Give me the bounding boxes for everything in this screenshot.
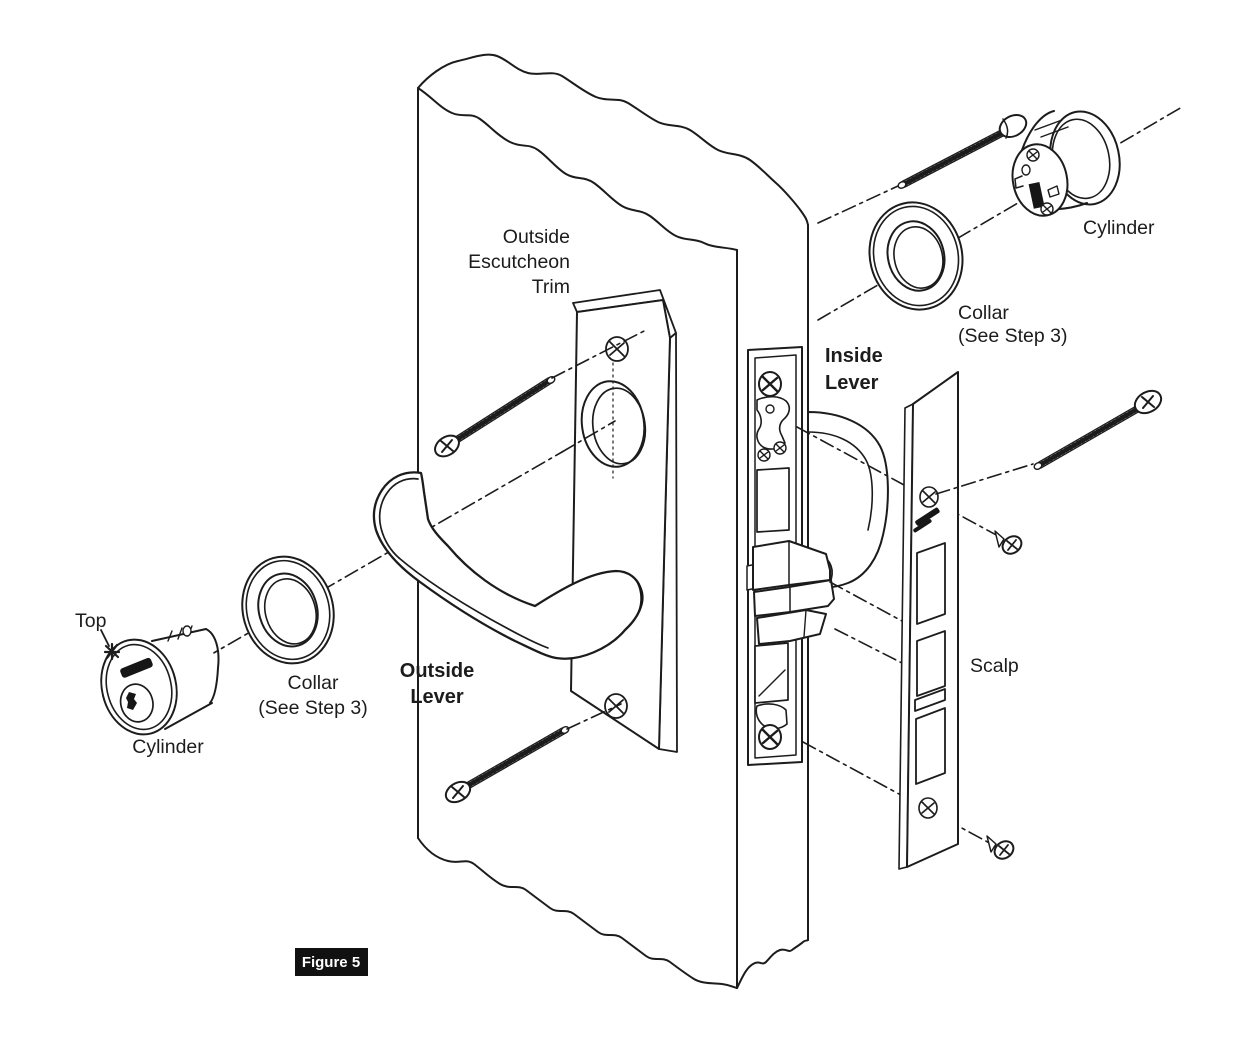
cylinder-brand-mark: [120, 657, 153, 678]
lock-hook-piece: [756, 395, 791, 450]
scalp-cutout-2: [916, 630, 946, 697]
centerline-scalp-to-long-screw: [935, 463, 1034, 495]
cylinder-right: [1011, 110, 1121, 217]
centerline-screw-axis-right: [817, 185, 899, 224]
faceplate-screw-top-icon: [758, 371, 782, 397]
label-collar-left-line2: (See Step 3): [258, 697, 367, 719]
label-escutcheon-line3: Trim: [532, 276, 570, 298]
cylinder-left: [100, 625, 220, 736]
latch-bolt: [746, 540, 835, 617]
label-escutcheon-line2: Escutcheon: [468, 251, 570, 273]
door-torn-top-front: [417, 87, 738, 251]
door-torn-bottom-edge: [736, 939, 809, 989]
centerline-hub-to-scalp: [796, 426, 1001, 538]
keyway-icon: [126, 692, 137, 710]
cylinder-screw-top-right: [897, 113, 1028, 189]
label-cylinder-right: Cylinder: [1083, 217, 1155, 239]
label-outside-lever-line2: Lever: [410, 686, 464, 708]
scalp-slot: [914, 688, 946, 712]
centerline-deadlatch-to-scalp: [834, 628, 903, 664]
collar-right: [868, 201, 964, 311]
door-torn-top-back: [417, 53, 809, 226]
mounting-screw-top-left: [434, 375, 556, 458]
label-inside-lever-line2: Lever: [825, 372, 879, 394]
scalp-brand-mark: [913, 507, 940, 533]
labels: Top Cylinder Collar (See Step 3) Outside…: [75, 217, 1155, 758]
label-inside-lever-line1: Inside: [825, 345, 883, 367]
scalp-screw-hole-bottom-icon: [918, 797, 938, 819]
collar-left: [241, 555, 335, 665]
mortise-lock-face: [746, 346, 835, 766]
escutcheon-cylinder-hole: [580, 380, 647, 468]
faceplate-screw-bottom-icon: [758, 724, 782, 750]
lever-end-shadow: [634, 578, 644, 616]
scalp-cutout-1: [916, 542, 946, 625]
mounting-screw-bottom-left: [444, 726, 570, 804]
centerlines: [796, 106, 1183, 847]
scalp-screw-long-right: [1033, 389, 1163, 470]
label-collar-right-line2: (See Step 3): [958, 325, 1067, 347]
outside-lever: [372, 471, 644, 660]
machine-screw-upper: [994, 530, 1023, 555]
top-arrow-icon: [100, 629, 121, 661]
scalp-screw-hole-top-icon: [919, 486, 939, 508]
centerlines-front: [551, 328, 649, 730]
scalp-cutout-3: [915, 707, 946, 785]
figure-badge-label: Figure 5: [302, 954, 360, 971]
door-torn-bottom-front: [417, 837, 738, 989]
label-outside-lever-line1: Outside: [400, 660, 474, 682]
label-collar-right-line1: Collar: [958, 302, 1009, 324]
label-scalp: Scalp: [970, 655, 1019, 677]
label-collar-left-line1: Collar: [288, 672, 339, 694]
label-escutcheon-line1: Outside: [503, 226, 570, 248]
figure-badge: Figure 5: [295, 948, 368, 976]
centerline-latch-to-scalp: [829, 581, 903, 622]
label-top: Top: [75, 610, 107, 632]
escutcheon-screw-hole-top-icon: [605, 336, 629, 362]
label-cylinder-left: Cylinder: [132, 736, 204, 758]
centerline-cylinder-axis-right: [817, 106, 1183, 321]
centerline-bottom-to-screw: [802, 741, 996, 847]
scalp-plate: [898, 371, 959, 870]
machine-screw-lower: [986, 835, 1015, 860]
